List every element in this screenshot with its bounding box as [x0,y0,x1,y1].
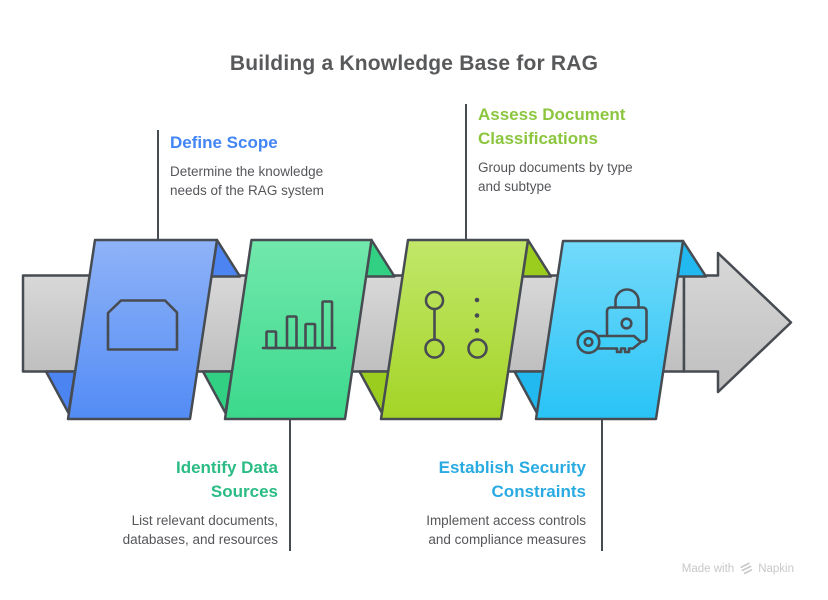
ribbon-identify-data-sources [201,238,396,421]
step-description: Implement access controls and compliance… [426,513,586,547]
step-heading: Identify Data Sources [175,458,278,501]
step-heading: Establish Security Constraints [438,458,586,501]
page-title: Building a Knowledge Base for RAG [229,52,599,75]
step-description: List relevant documents, databases, and … [122,513,278,547]
napkin-logo-icon [740,562,753,575]
commit-nodes-icon [424,290,488,359]
ribbon-face [223,238,373,421]
ribbon-establish-security-constraints [513,239,708,421]
ribbon-face [66,238,219,421]
step-label-identify-data-sources: Identify Data Sources List relevant docu… [95,456,278,549]
ribbon-face [534,239,685,421]
brand-text: Napkin [758,562,794,575]
bar-chart-icon [261,300,337,350]
ribbon-face [379,238,530,421]
step-label-assess-document-classifications: Assess Document Classifications Group do… [478,103,653,196]
key-lock-icon [576,288,648,355]
scope-tray-icon [106,299,179,351]
step-heading: Assess Document Classifications [478,105,626,148]
made-with-napkin-badge: Made with Napkin [682,562,794,575]
step-heading: Define Scope [170,133,278,152]
step-label-define-scope: Define Scope Determine the knowledge nee… [170,131,355,200]
step-description: Determine the knowledge needs of the RAG… [170,164,324,198]
ribbon-assess-document-classifications [358,238,553,421]
ribbon-define-scope [44,238,242,421]
made-with-text: Made with [681,562,735,575]
step-description: Group documents by type and subtype [478,160,633,194]
step-label-establish-security-constraints: Establish Security Constraints Implement… [400,456,586,549]
arrow-head [682,251,793,394]
